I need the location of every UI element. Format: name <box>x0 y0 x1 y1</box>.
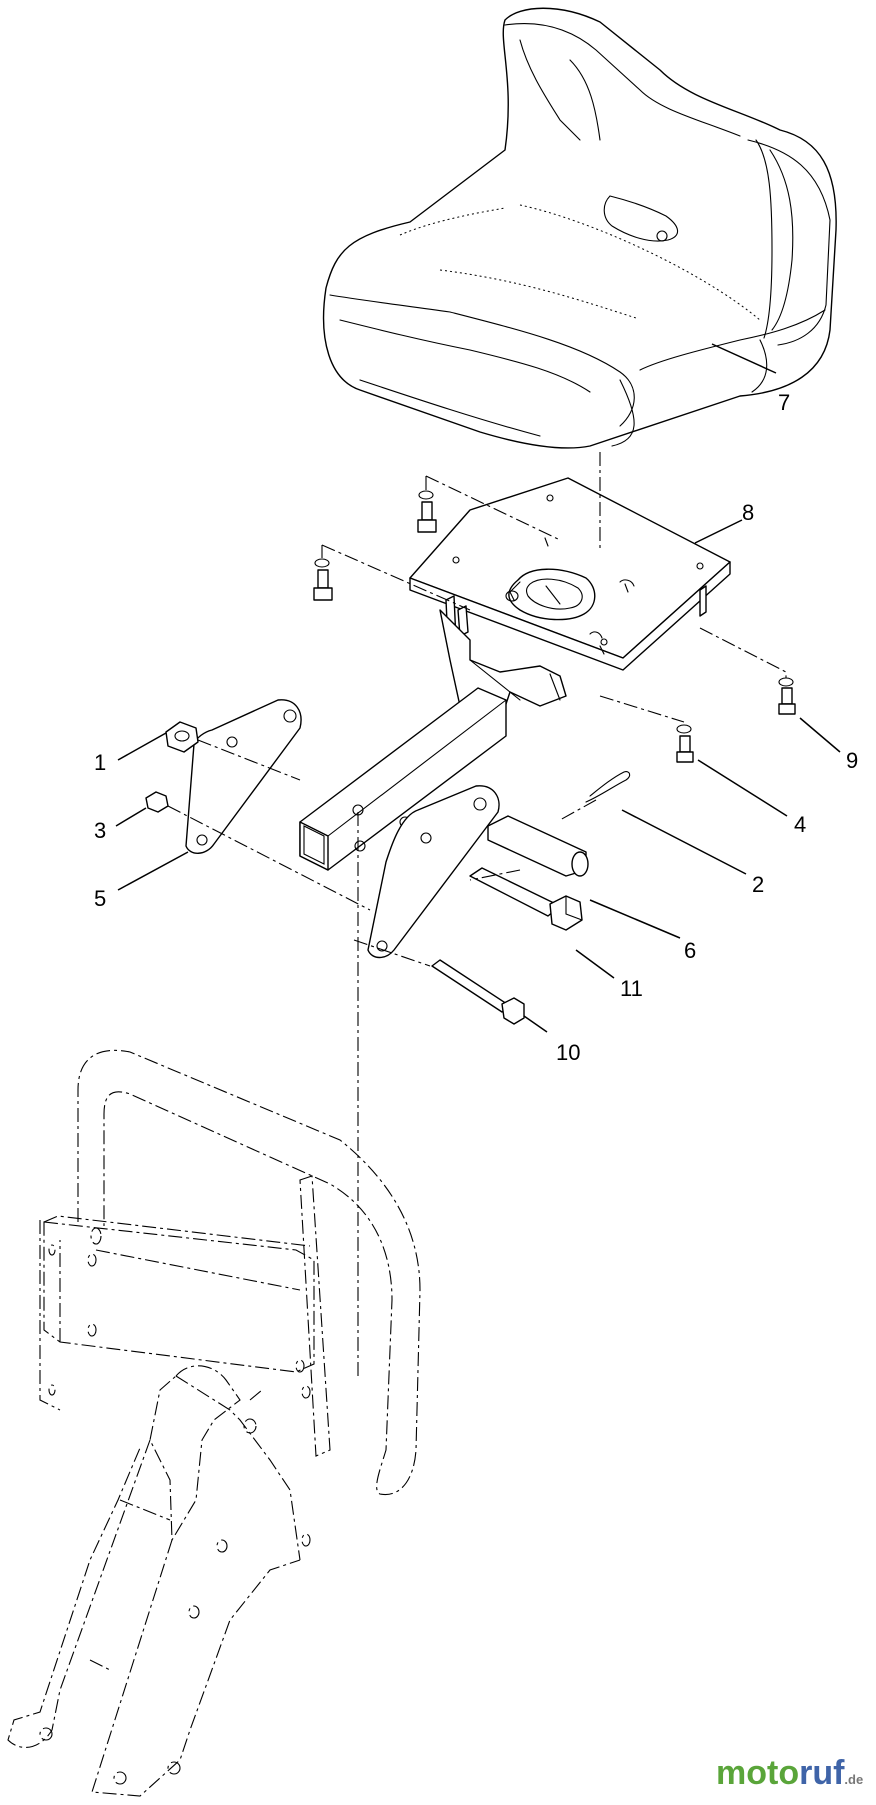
screw-9[interactable] <box>778 677 796 715</box>
callout-2: 2 <box>752 872 764 897</box>
side-plate-left[interactable] <box>185 699 302 854</box>
bolt-11[interactable] <box>469 867 583 931</box>
seat[interactable] <box>322 7 837 449</box>
screw-far-left[interactable] <box>313 558 333 601</box>
nut-1[interactable] <box>165 721 199 753</box>
watermark-logo: motoruf.de <box>716 1754 863 1792</box>
watermark-brand-b: ruf <box>799 1754 845 1792</box>
watermark-tld: .de <box>844 1772 863 1787</box>
seat-support-frame[interactable] <box>299 609 567 871</box>
callout-9: 9 <box>846 748 858 773</box>
callout-3: 3 <box>94 818 106 843</box>
callout-labels: 7 8 9 4 2 6 11 10 1 3 5 <box>94 390 858 1065</box>
cotter-pin-2[interactable] <box>585 771 631 803</box>
callout-10: 10 <box>556 1040 580 1065</box>
side-plate-right[interactable] <box>367 785 500 959</box>
callout-leaders <box>115 343 841 1033</box>
tractor-frame-phantom <box>7 1049 421 1797</box>
screw-4[interactable] <box>676 724 694 763</box>
callout-8: 8 <box>742 500 754 525</box>
watermark-brand-a: moto <box>716 1754 799 1792</box>
svg-text:motoruf.de: motoruf.de <box>716 1754 863 1792</box>
bolt-10[interactable] <box>431 959 525 1025</box>
seat-plate[interactable] <box>409 477 731 671</box>
locknut-3[interactable] <box>145 791 169 813</box>
callout-11: 11 <box>620 976 643 1001</box>
callout-5: 5 <box>94 886 106 911</box>
callout-1: 1 <box>94 750 106 775</box>
callout-7: 7 <box>778 390 790 415</box>
screw-upper-left[interactable] <box>417 490 437 533</box>
hitch-pin-6[interactable] <box>487 815 589 877</box>
callout-4: 4 <box>794 812 806 837</box>
assembly-lines <box>167 452 787 1380</box>
callout-6: 6 <box>684 938 696 963</box>
